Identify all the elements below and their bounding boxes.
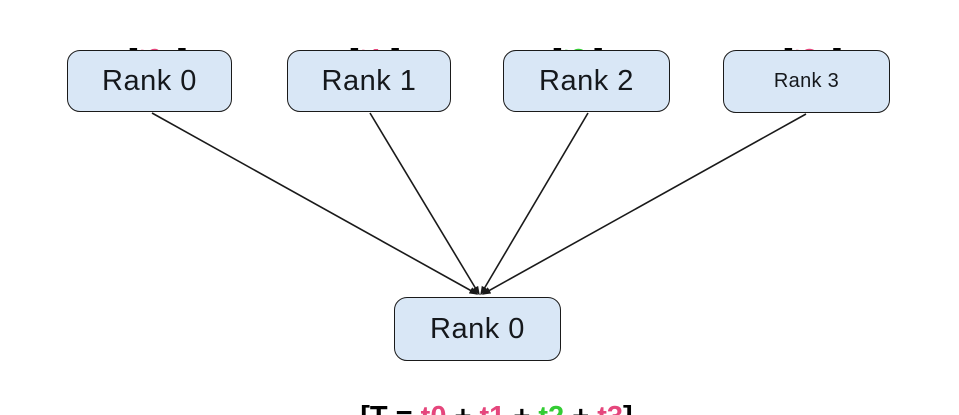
formula-part: t3 [597,401,623,415]
node-label: Rank 3 [773,70,840,92]
edge-rank1-to-gather [369,112,480,296]
formula-part: t2 [538,401,564,415]
formula-part: t0 [421,401,447,415]
node-label: Rank 0 [102,64,197,97]
formula-part: + [564,401,597,415]
formula-part: [T = [360,401,420,415]
node-label: Rank 0 [430,312,525,345]
formula-part: + [446,401,479,415]
formula-part: + [505,401,538,415]
formula-part: ] [623,401,633,415]
node-label: Rank 1 [321,64,417,97]
edge-rank0-to-gather [151,112,479,295]
node-rank-0-bottom: Rank 0 [394,297,561,361]
node-rank-2-top: Rank 2 [503,50,670,112]
edge-rank2-to-gather [480,112,589,296]
gather-formula: [T = t0 + t1 + t2 + t3] [328,366,633,415]
formula-part: t1 [480,401,506,415]
edge-rank3-to-gather [481,113,807,295]
node-rank-3-top: Rank 3 [723,50,890,113]
node-rank-1-top: Rank 1 [287,50,451,112]
node-rank-0-top: Rank 0 [67,50,232,112]
node-label: Rank 2 [539,64,634,97]
